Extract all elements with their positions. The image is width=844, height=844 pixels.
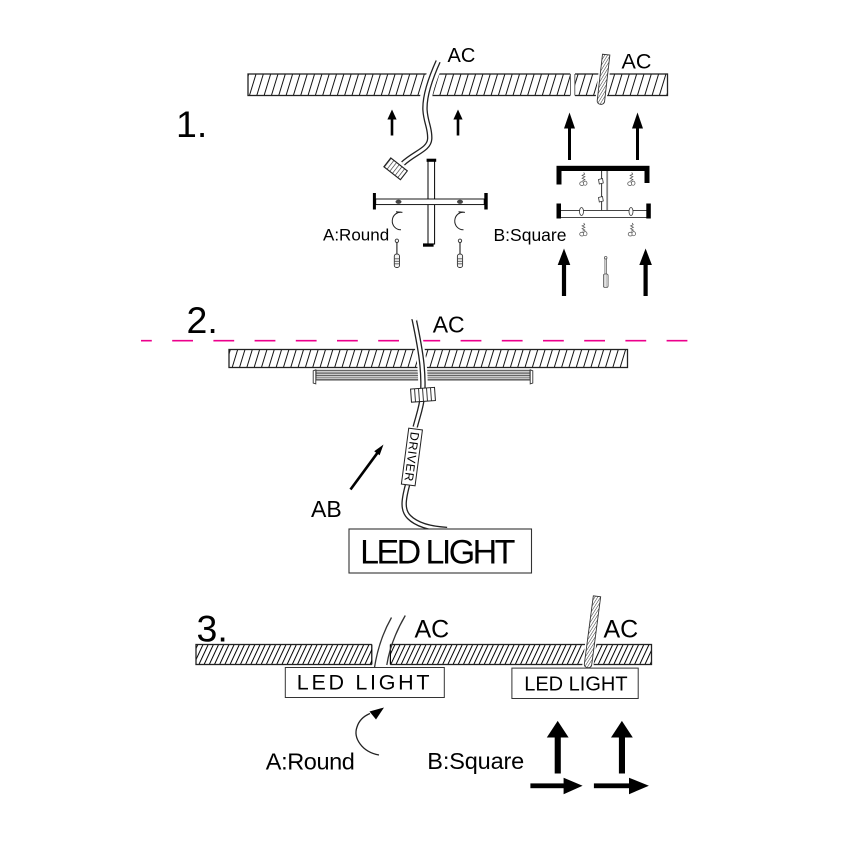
svg-text:AB: AB [311,496,342,522]
svg-text:DRIVER: DRIVER [401,431,421,483]
svg-text:1.: 1. [176,103,207,145]
svg-text:LED LIGHT: LED LIGHT [524,674,627,696]
svg-text:LED LIGHT: LED LIGHT [360,534,515,572]
svg-text:AC: AC [433,312,465,338]
svg-text:AC: AC [622,50,652,74]
svg-text:AC: AC [415,615,450,643]
svg-text:AC: AC [604,615,639,643]
svg-text:LED LIGHT: LED LIGHT [297,670,432,694]
svg-text:B:Square: B:Square [494,225,567,245]
svg-text:A:Round: A:Round [266,749,355,775]
svg-text:A:Round: A:Round [323,226,389,245]
svg-text:2.: 2. [187,299,218,341]
svg-text:B:Square: B:Square [427,748,524,774]
svg-text:3.: 3. [197,607,228,649]
svg-text:AC: AC [448,45,476,67]
